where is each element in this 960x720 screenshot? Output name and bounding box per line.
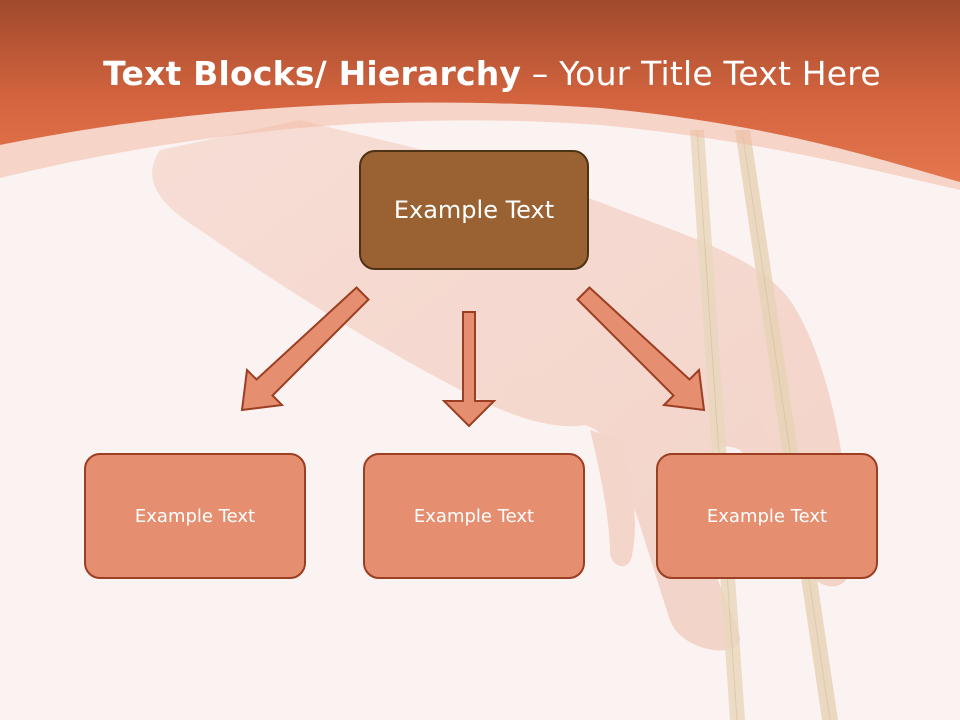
root-text-block[interactable]: Example Text [359,150,589,270]
arrow-right [576,286,706,412]
arrow-left [240,286,370,412]
child-text-label: Example Text [134,505,256,527]
root-text-label: Example Text [393,196,555,224]
child-text-block-middle[interactable]: Example Text [363,453,585,579]
child-text-label: Example Text [706,505,828,527]
slide-title: Text Blocks/ Hierarchy – Your Title Text… [0,54,960,93]
title-bold-part: Text Blocks/ Hierarchy [103,54,522,93]
child-text-block-right[interactable]: Example Text [656,453,878,579]
title-dash: – [521,54,560,93]
header-swoosh [0,102,960,190]
child-text-label: Example Text [413,505,535,527]
child-text-block-left[interactable]: Example Text [84,453,306,579]
title-rest: Your Title Text Here [559,54,881,93]
header-band [0,0,960,182]
arrow-middle [441,311,497,428]
